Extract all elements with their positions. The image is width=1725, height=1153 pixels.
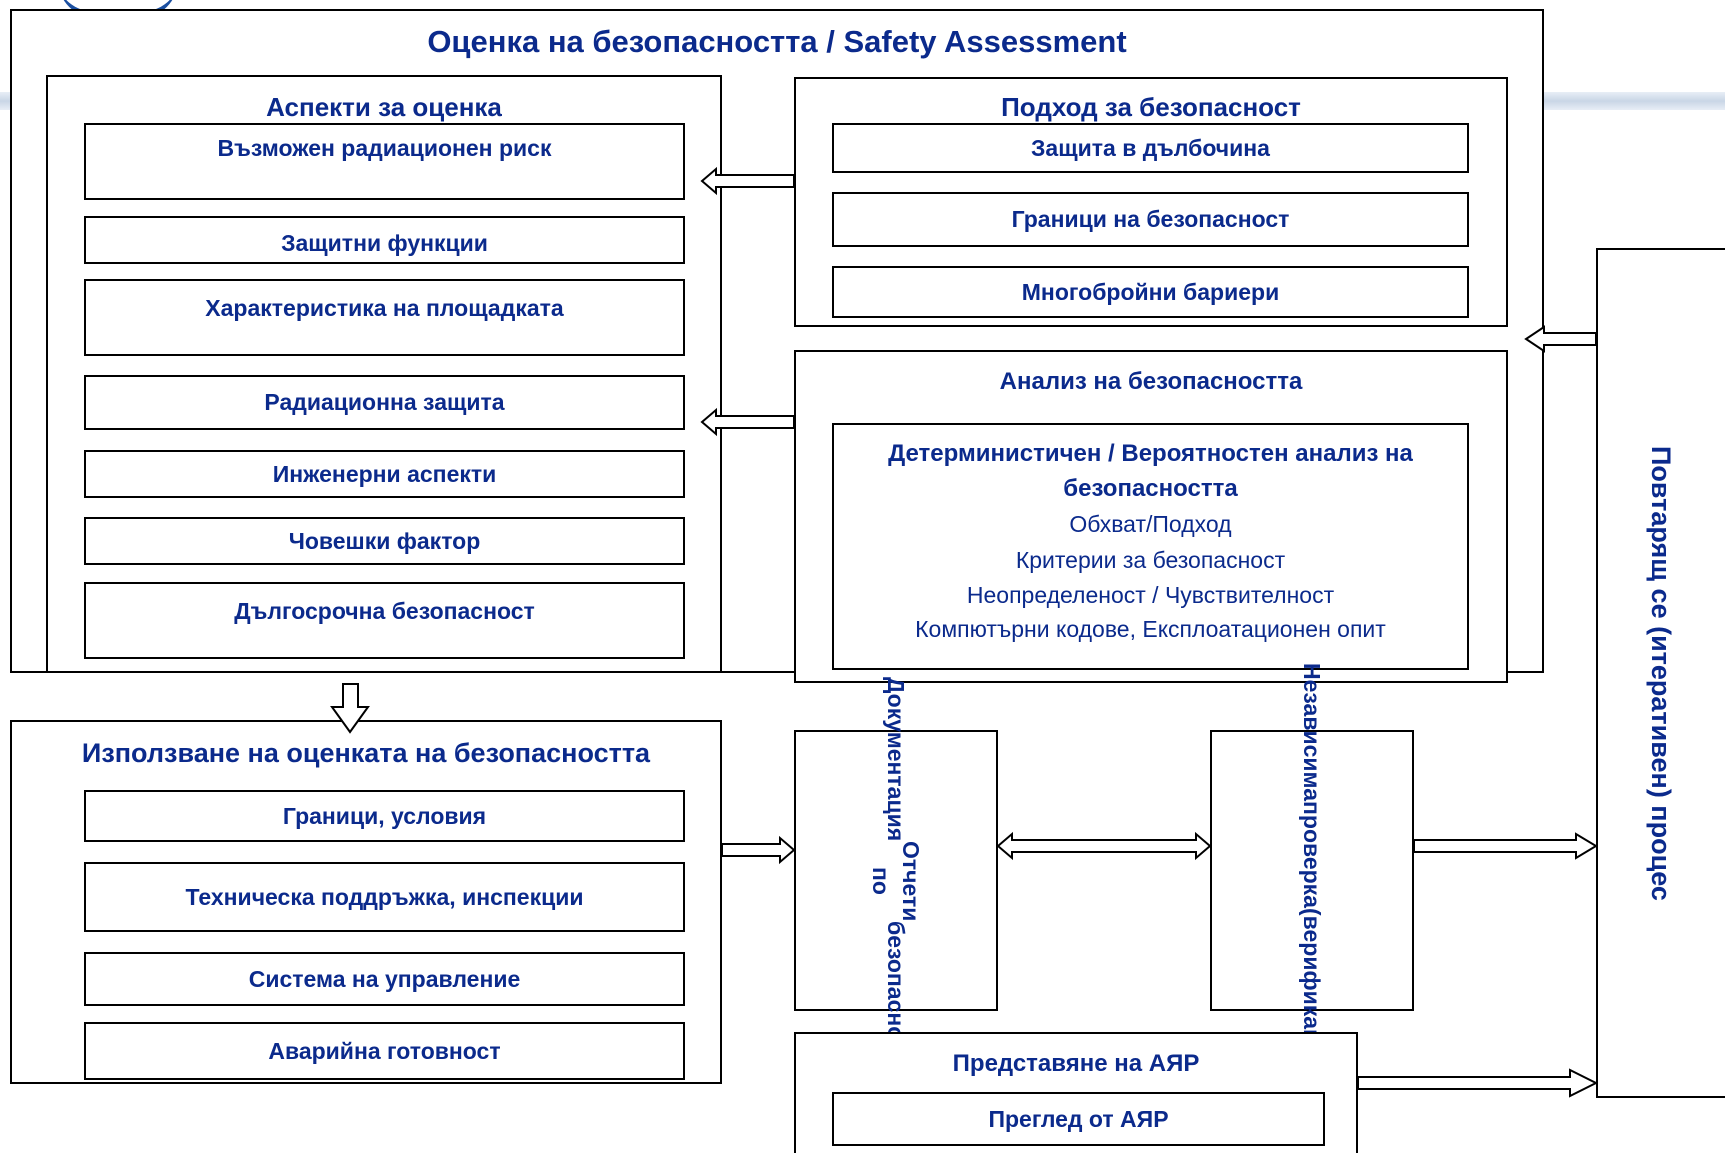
aspects-title: Аспекти за оценка xyxy=(266,92,502,122)
aspect-item: Характеристика на площадката xyxy=(84,279,685,356)
approach-item: Граници на безопасност xyxy=(832,192,1469,247)
arrow-left-icon xyxy=(700,166,795,196)
use-title: Използване на оценката на безопасността xyxy=(81,738,651,768)
analysis-detail-title-line2: безопасността xyxy=(1063,475,1238,502)
documentation-line: Документация xyxy=(883,676,909,841)
analysis-detail-line: Компютърни кодове, Експлоатационен опит xyxy=(915,616,1386,642)
arrow-right-icon xyxy=(1413,832,1598,860)
verification-line: проверка xyxy=(1299,800,1325,908)
aspect-item: Инженерни аспекти xyxy=(84,450,685,498)
verification-label: Независима проверка (верификация) xyxy=(1210,663,1414,1078)
use-item: Техническа поддръжка, инспекции xyxy=(84,862,685,932)
documentation-line: Отчети по xyxy=(868,840,924,922)
analysis-detail-title-line1: Детерминистичен / Вероятностен анализ на xyxy=(888,440,1413,467)
analysis-detail-line: Критерии за безопасност xyxy=(1015,547,1286,573)
aspect-item: Дългосрочна безопасност xyxy=(84,582,685,659)
analysis-title: Анализ на безопасността xyxy=(999,368,1303,395)
arrow-right-icon xyxy=(721,835,796,865)
iterative-process-label: Повтарящ се (итеративен) процес xyxy=(1646,445,1676,901)
aspect-item: Човешки фактор xyxy=(84,517,685,565)
verification-line: Независима xyxy=(1299,662,1325,801)
regulator-title: Представяне на АЯР xyxy=(952,1050,1200,1077)
use-item: Граници, условия xyxy=(84,790,685,842)
regulator-item: Преглед от АЯР xyxy=(832,1092,1325,1146)
documentation-box xyxy=(794,730,998,1011)
arrow-double-icon xyxy=(996,831,1212,861)
verification-box xyxy=(1210,730,1414,1011)
arrow-down-icon xyxy=(330,683,370,734)
analysis-detail-line: Обхват/Подход xyxy=(1069,511,1232,537)
aspect-item: Радиационна защита xyxy=(84,375,685,430)
approach-item: Многобройни бариери xyxy=(832,266,1469,318)
aspect-item: Възможен радиационен риск xyxy=(84,123,685,200)
analysis-detail-line: Неопределеност / Чувствителност xyxy=(966,582,1335,608)
use-item: Система на управление xyxy=(84,952,685,1006)
arrow-right-icon xyxy=(1357,1068,1599,1098)
approach-item: Защита в дълбочина xyxy=(832,123,1469,173)
arrow-left-icon xyxy=(1524,325,1597,353)
iterative-process-box xyxy=(1596,248,1725,1098)
approach-title: Подход за безопасност xyxy=(1001,92,1301,122)
use-item: Аварийна готовност xyxy=(84,1022,685,1080)
arrow-left-icon xyxy=(700,407,795,437)
aspect-item: Защитни функции xyxy=(84,216,685,264)
analysis-detail-box xyxy=(832,423,1469,670)
safety-assessment-title: Оценка на безопасността / Safety Assessm… xyxy=(427,24,1127,59)
